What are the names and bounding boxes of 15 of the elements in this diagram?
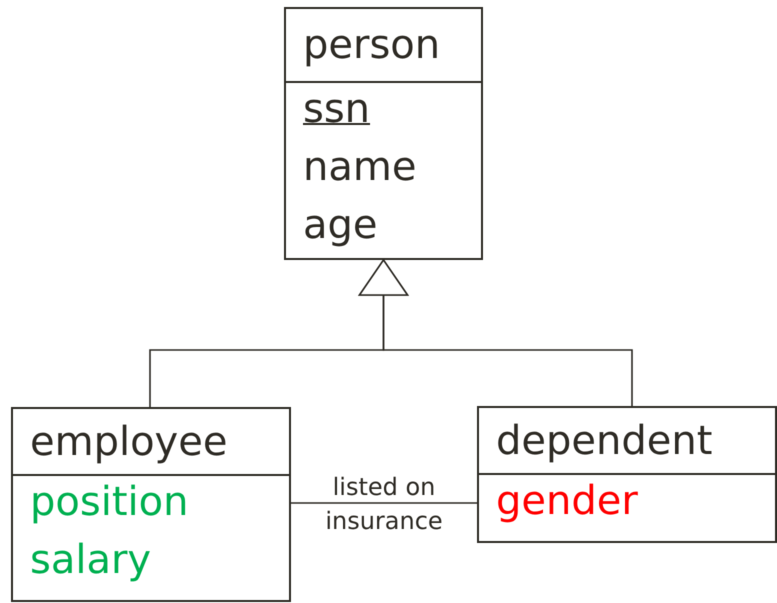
class-box xyxy=(284,7,483,260)
generalization-arrow xyxy=(358,259,633,406)
attribute-text: name xyxy=(302,143,416,192)
class-box xyxy=(477,406,777,543)
class-name: dependent xyxy=(496,418,712,464)
attribute-text: age xyxy=(302,201,378,250)
class-box xyxy=(11,407,291,602)
attribute-text: gender xyxy=(495,477,638,526)
association-line xyxy=(291,502,477,504)
class-name: person xyxy=(303,22,440,68)
attribute-text: position xyxy=(29,478,188,527)
class-name: employee xyxy=(30,418,228,464)
attribute-text: ssn xyxy=(302,85,370,134)
edge-label: listed on insurance xyxy=(324,472,444,537)
attribute-text: salary xyxy=(29,536,152,585)
